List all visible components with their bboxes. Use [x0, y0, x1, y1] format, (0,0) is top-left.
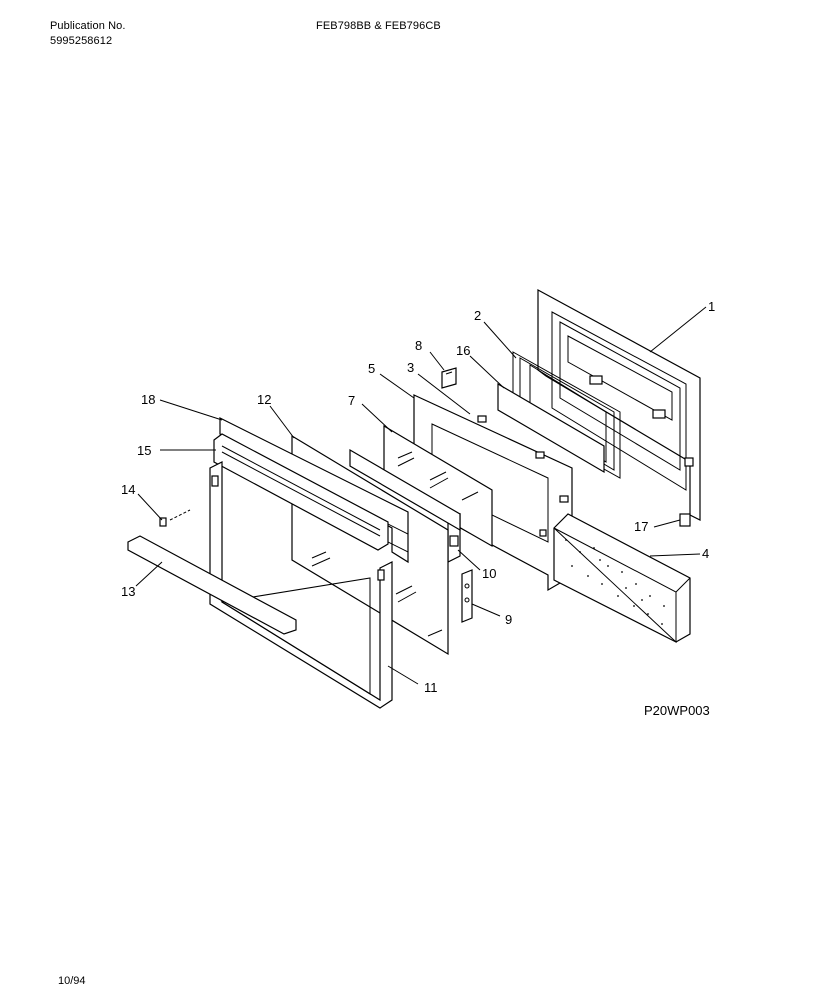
part-4-insulation-block	[553, 513, 691, 644]
part-11-outer-frame	[209, 461, 393, 709]
figure-code: P20WP003	[644, 703, 710, 718]
revision-date: 10/94	[58, 975, 86, 987]
callout-11: 11	[424, 680, 438, 695]
callout-13: 13	[121, 584, 135, 599]
callout-5: 5	[368, 361, 375, 376]
part-16-insulation	[497, 382, 605, 474]
callout-8: 8	[415, 338, 422, 353]
callout-14: 14	[121, 482, 135, 497]
callout-2: 2	[474, 308, 481, 323]
part-14-screw	[159, 509, 191, 527]
callout-1: 1	[708, 299, 715, 314]
part-15-handle	[213, 433, 389, 551]
callout-12: 12	[257, 392, 271, 407]
callout-18: 18	[141, 392, 155, 407]
model-numbers: FEB798BB & FEB796CB	[316, 20, 441, 32]
leader-lines	[135, 306, 707, 685]
callout-17: 17	[634, 519, 648, 534]
part-13-bottom-trim	[127, 535, 297, 635]
part-7-inner-glass	[383, 424, 493, 548]
callout-15: 15	[137, 443, 151, 458]
callout-9: 9	[505, 612, 512, 627]
callout-3: 3	[407, 360, 414, 375]
part-8-clip	[441, 367, 457, 389]
callout-10: 10	[482, 566, 496, 581]
callout-4: 4	[702, 546, 709, 561]
part-9-hinge-bracket	[461, 569, 473, 623]
publication-number: 5995258612	[50, 35, 113, 47]
callout-16: 16	[456, 343, 470, 358]
callout-7: 7	[348, 393, 355, 408]
part-17-bracket	[679, 513, 691, 527]
publication-label: Publication No.	[50, 20, 126, 32]
